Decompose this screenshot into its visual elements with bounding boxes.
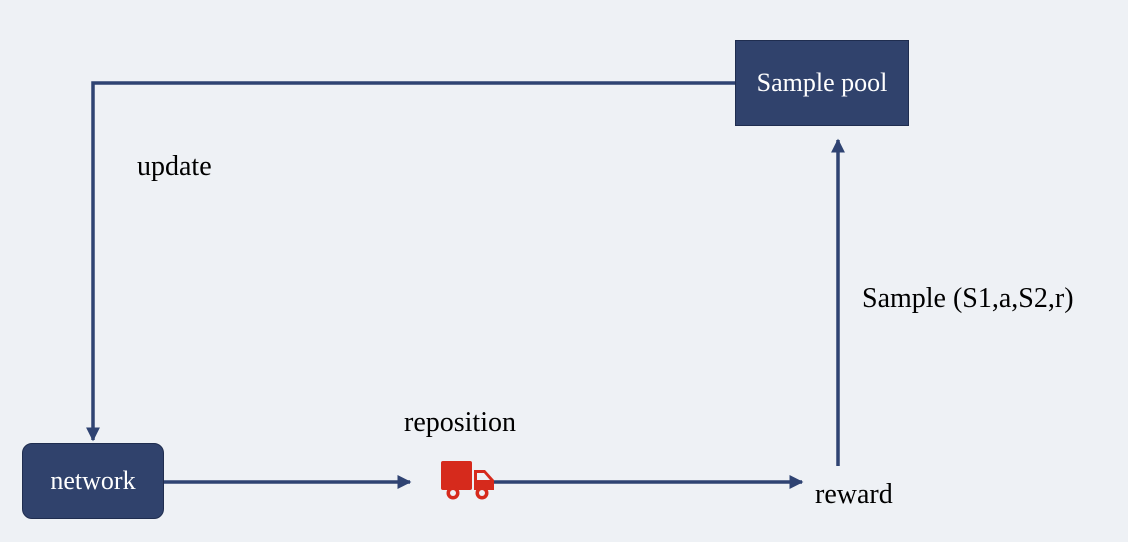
reward-label: reward xyxy=(815,479,893,510)
update-arrow xyxy=(86,81,735,442)
update-label: update xyxy=(137,151,212,182)
sample-pool-node: Sample pool xyxy=(735,40,909,126)
truck-icon xyxy=(441,461,494,500)
sample-pool-label: Sample pool xyxy=(756,68,888,97)
sample-tuple-label: Sample (S1,a,S2,r) xyxy=(862,283,1074,314)
reposition-label: reposition xyxy=(404,407,516,438)
network-label: network xyxy=(50,466,136,495)
network-node: network xyxy=(22,443,164,519)
